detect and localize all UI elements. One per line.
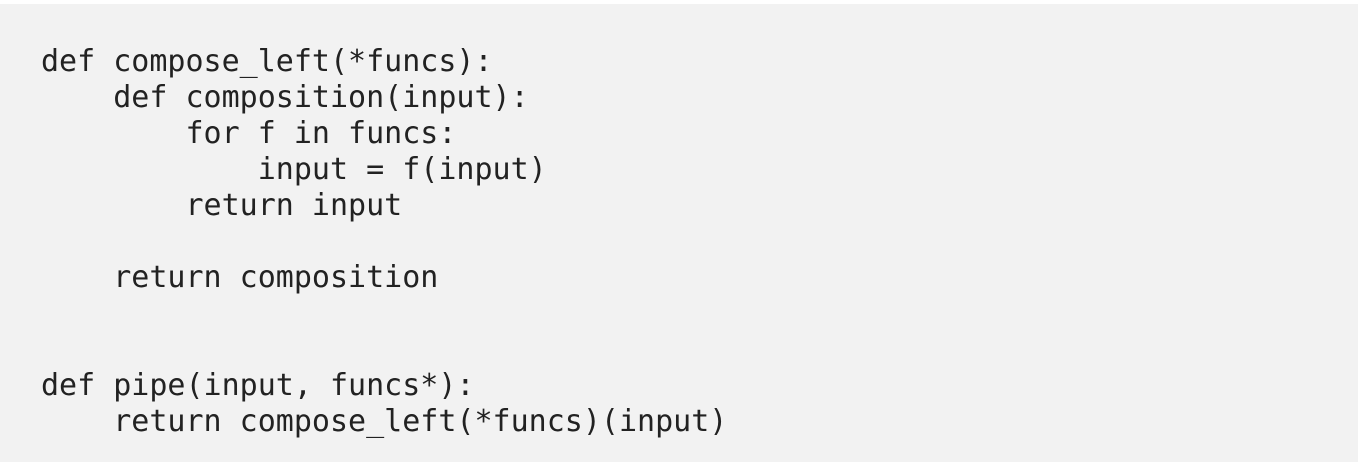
code-line-7: return composition [41,260,439,295]
code-line-1: def compose_left(*funcs): [41,44,493,79]
code-line-2: def composition(input): [41,80,529,115]
code-line-4: input = f(input) [41,152,547,187]
code-line-8 [41,296,1358,332]
code-line-10: def pipe(input, funcs*): [41,368,475,403]
code-line-11: return compose_left(*funcs)(input) [41,404,728,439]
code-block: def compose_left(*funcs): def compositio… [0,4,1358,462]
code-line-5: return input [41,188,403,223]
code-line-9 [41,332,1358,368]
code-line-6 [41,224,1358,260]
code-line-3: for f in funcs: [41,116,457,151]
